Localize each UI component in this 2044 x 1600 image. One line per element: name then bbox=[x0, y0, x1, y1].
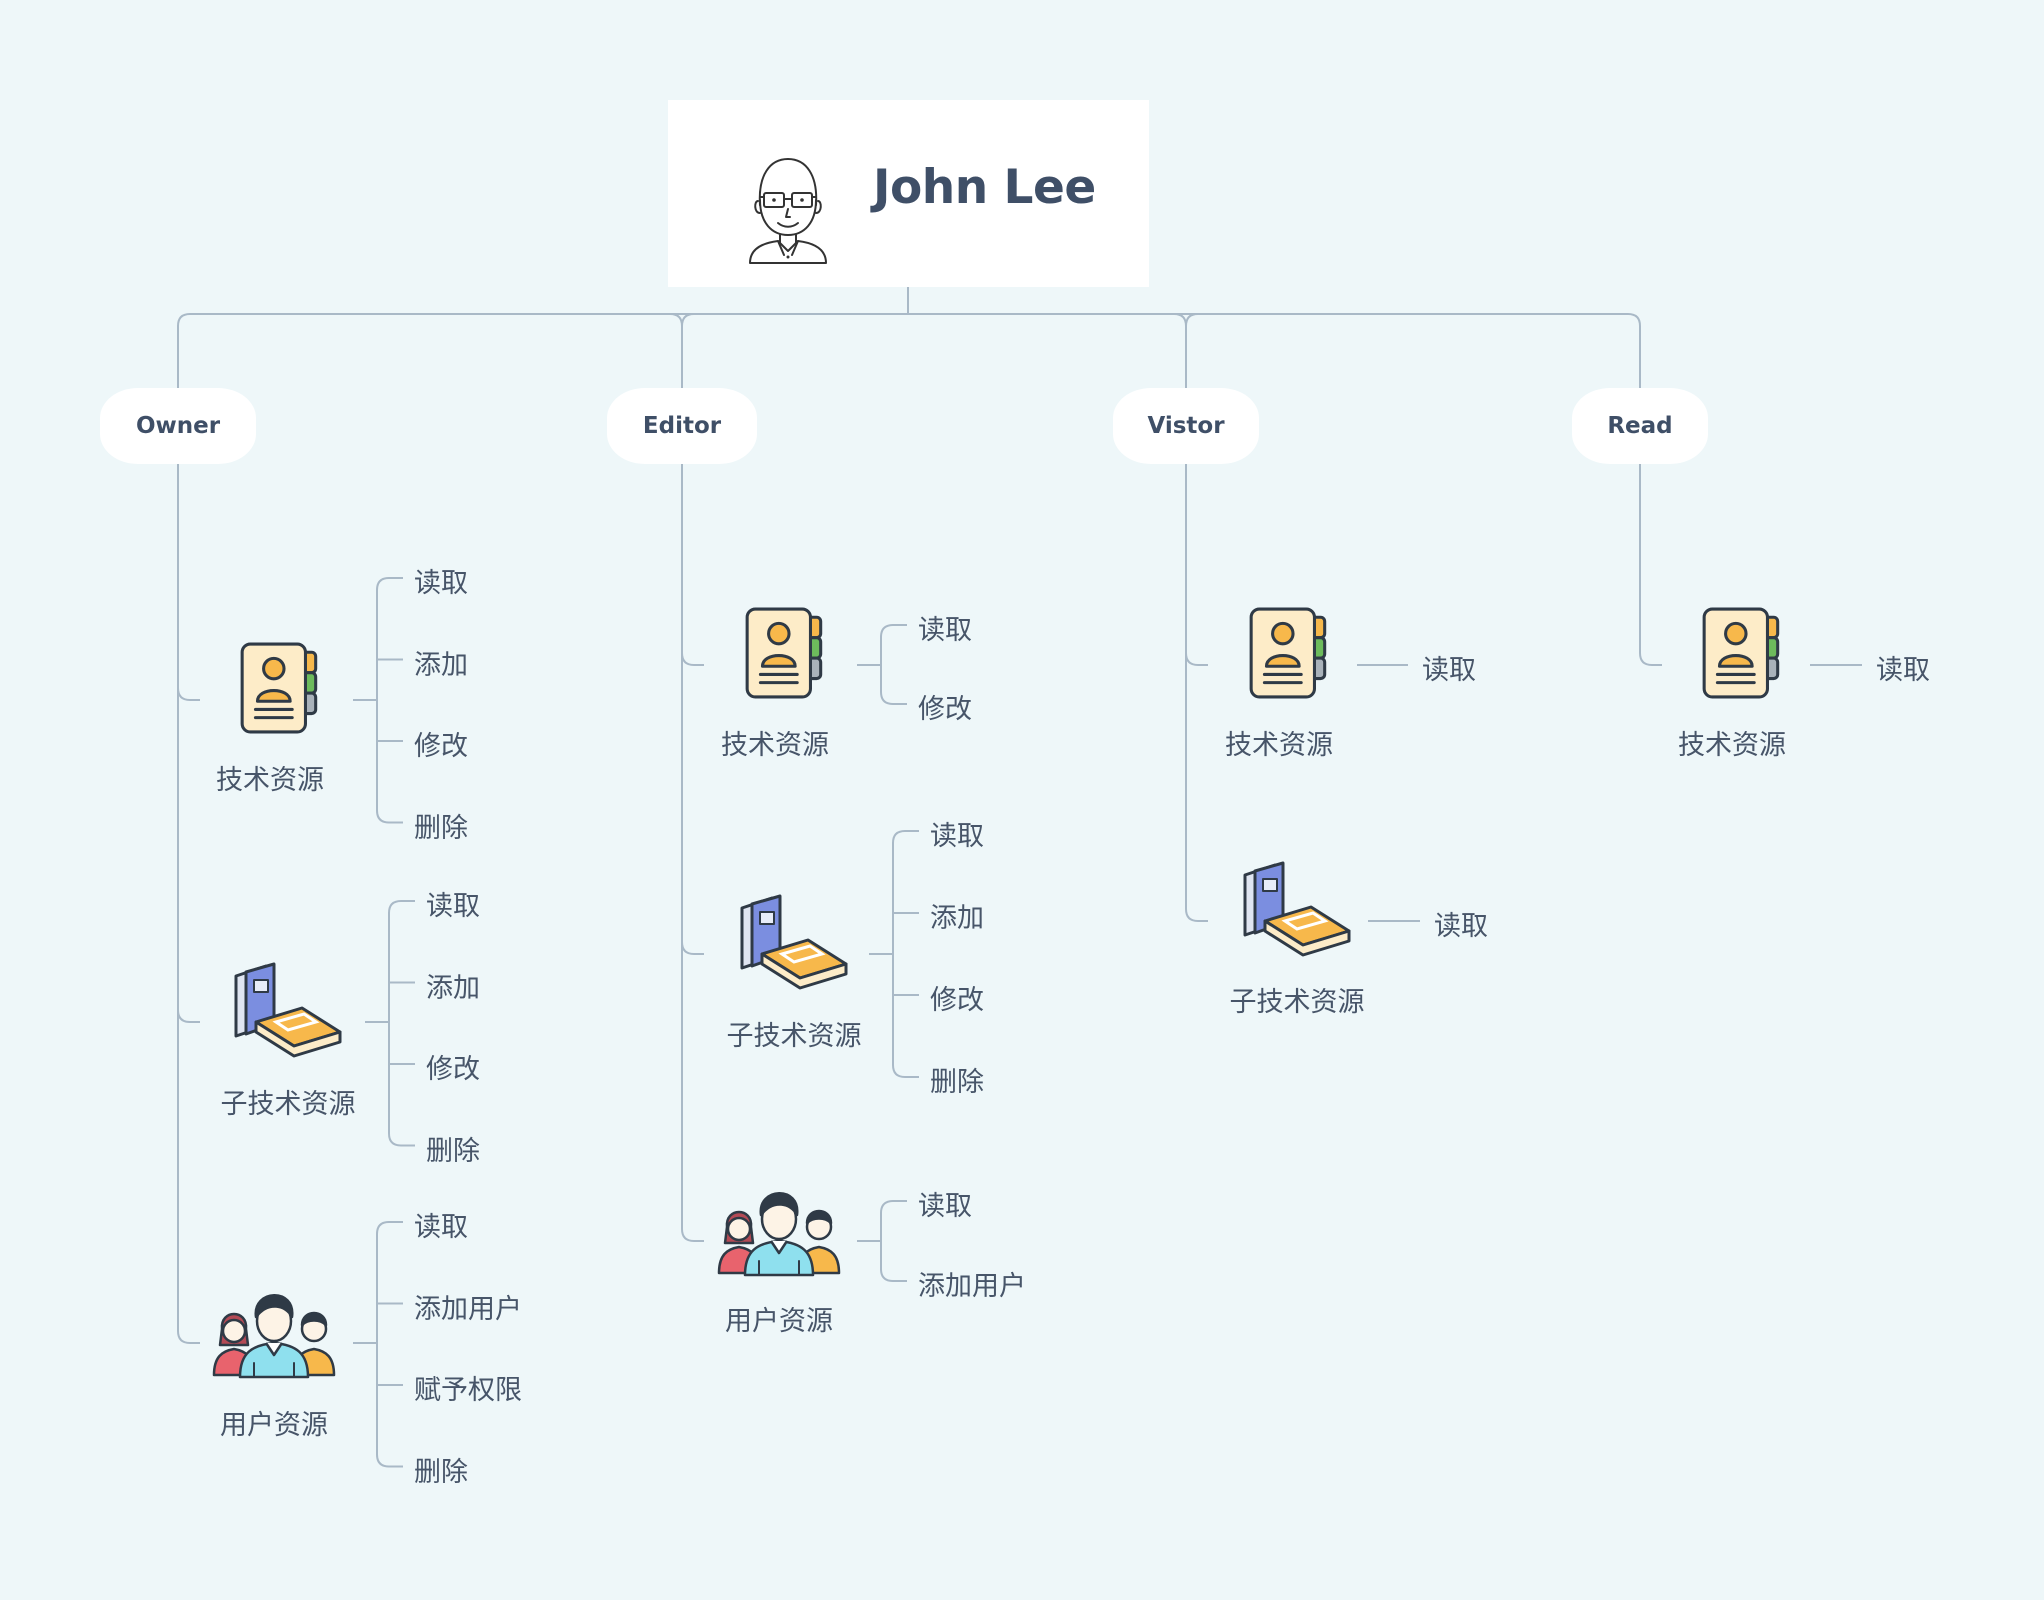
resource-label[interactable]: 子技术资源 bbox=[726, 1021, 862, 1052]
resource-branch-connector bbox=[1639, 652, 1662, 666]
action-item[interactable]: 修改 bbox=[930, 985, 984, 1016]
man-with-glasses-avatar-icon bbox=[749, 158, 827, 264]
action-item[interactable]: 读取 bbox=[930, 821, 984, 852]
resource-label[interactable]: 用户资源 bbox=[725, 1306, 833, 1337]
action-branch-connector bbox=[892, 830, 919, 844]
category-editor[interactable]: Editor bbox=[607, 388, 757, 464]
action-item[interactable]: 删除 bbox=[930, 1067, 984, 1098]
action-item[interactable]: 读取 bbox=[918, 615, 972, 646]
action-branch-connector bbox=[880, 1200, 907, 1214]
resource-label[interactable]: 技术资源 bbox=[1225, 730, 1333, 761]
action-item[interactable]: 读取 bbox=[1876, 655, 1930, 686]
action-item[interactable]: 添加用户 bbox=[918, 1271, 1026, 1302]
contact-card-icon bbox=[1244, 605, 1340, 706]
action-item[interactable]: 添加 bbox=[930, 903, 984, 934]
resource-label[interactable]: 技术资源 bbox=[721, 730, 829, 761]
resource-branch-connector bbox=[177, 1330, 200, 1344]
action-item[interactable]: 读取 bbox=[426, 891, 480, 922]
books-icon bbox=[1241, 861, 1353, 962]
category-drop-connector bbox=[1185, 313, 1199, 327]
action-item[interactable]: 修改 bbox=[414, 731, 468, 762]
action-item[interactable]: 添加 bbox=[426, 972, 480, 1004]
category-drop-connector bbox=[177, 313, 191, 388]
action-branch-connector bbox=[376, 577, 403, 591]
action-branch-connector bbox=[880, 624, 907, 638]
action-item[interactable]: 赋予权限 bbox=[414, 1375, 522, 1406]
action-branch-connector bbox=[880, 691, 907, 705]
category-read[interactable]: Read bbox=[1572, 388, 1708, 464]
resource-branch-connector bbox=[681, 941, 704, 955]
action-item[interactable]: 添加 bbox=[414, 649, 468, 681]
books-icon bbox=[232, 962, 344, 1063]
contact-card-icon bbox=[740, 605, 836, 706]
resource-branch-connector bbox=[177, 687, 200, 701]
action-item[interactable]: 读取 bbox=[414, 568, 468, 599]
action-branch-connector bbox=[388, 900, 415, 914]
action-item[interactable]: 读取 bbox=[1434, 911, 1488, 942]
action-branch-connector bbox=[376, 1454, 403, 1468]
action-item[interactable]: 删除 bbox=[426, 1135, 480, 1167]
resource-label[interactable]: 用户资源 bbox=[220, 1410, 328, 1441]
books-icon bbox=[738, 894, 850, 995]
contact-card-icon bbox=[1697, 605, 1793, 706]
action-branch-connector bbox=[388, 1133, 415, 1147]
resource-branch-connector bbox=[1185, 652, 1208, 666]
action-item[interactable]: 修改 bbox=[426, 1054, 480, 1085]
resource-branch-connector bbox=[681, 1228, 704, 1242]
category-vistor[interactable]: Vistor bbox=[1113, 388, 1259, 464]
action-item[interactable]: 删除 bbox=[414, 1456, 468, 1488]
action-branch-connector bbox=[880, 1268, 907, 1282]
action-branch-connector bbox=[376, 1221, 403, 1235]
category-drop-connector bbox=[1173, 313, 1187, 388]
root-node[interactable]: John Lee bbox=[668, 100, 1149, 287]
users-group-icon bbox=[212, 1283, 336, 1384]
action-item[interactable]: 读取 bbox=[918, 1191, 972, 1222]
category-drop-connector bbox=[681, 313, 695, 327]
resource-label[interactable]: 子技术资源 bbox=[1229, 987, 1365, 1018]
resource-label[interactable]: 技术资源 bbox=[216, 765, 324, 796]
resource-branch-connector bbox=[1185, 908, 1208, 922]
category-drop-connector bbox=[1627, 313, 1641, 388]
users-group-icon bbox=[717, 1181, 841, 1282]
resource-branch-connector bbox=[681, 652, 704, 666]
category-drop-connector bbox=[669, 313, 683, 388]
resource-label[interactable]: 技术资源 bbox=[1678, 730, 1786, 761]
action-item[interactable]: 读取 bbox=[414, 1212, 468, 1243]
action-branch-connector bbox=[376, 810, 403, 824]
root-name: John Lee bbox=[873, 160, 1096, 215]
contact-card-icon bbox=[235, 640, 331, 741]
action-item[interactable]: 删除 bbox=[414, 812, 468, 844]
resource-branch-connector bbox=[177, 1009, 200, 1023]
resource-label[interactable]: 子技术资源 bbox=[220, 1089, 356, 1120]
action-item[interactable]: 添加用户 bbox=[414, 1293, 522, 1325]
category-owner[interactable]: Owner bbox=[100, 388, 256, 464]
action-branch-connector bbox=[892, 1064, 919, 1078]
action-item[interactable]: 修改 bbox=[918, 694, 972, 725]
action-item[interactable]: 读取 bbox=[1422, 655, 1476, 686]
